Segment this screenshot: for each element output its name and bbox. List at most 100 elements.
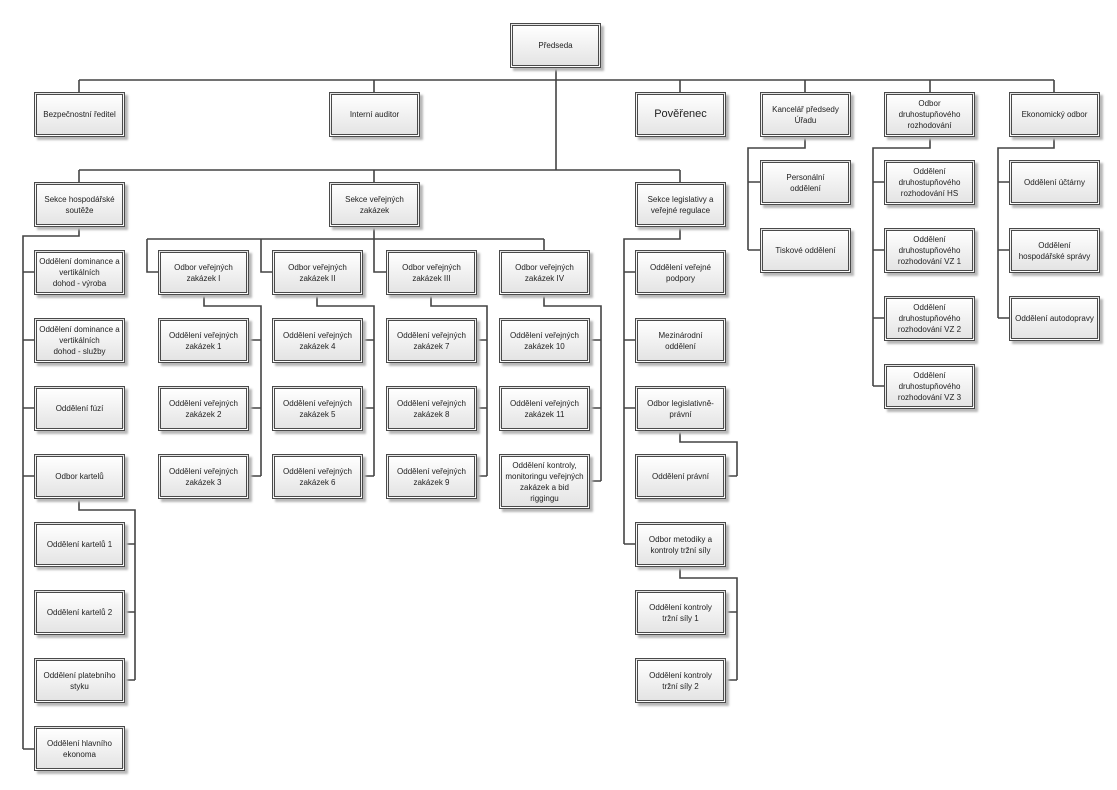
org-unit-kancelar[interactable]: Kancelář předsedy Úřadu (760, 92, 851, 137)
connector (997, 137, 1055, 319)
org-unit-kontroly-bid[interactable]: Oddělení kontroly, monitoringu veřejných… (499, 454, 590, 509)
org-unit-label: Oddělení veřejných zakázek 6 (283, 466, 352, 487)
org-unit-label: Odbor kartelů (55, 472, 104, 481)
org-unit-ovz4[interactable]: Odbor veřejných zakázek IV (499, 250, 590, 295)
org-unit-label: Oddělení fúzí (55, 404, 104, 413)
org-unit-label: Oddělení veřejných zakázek 2 (169, 398, 238, 419)
org-unit-poverenec[interactable]: Pověřenec (635, 92, 726, 137)
org-unit-ovz2[interactable]: Odbor veřejných zakázek II (272, 250, 363, 295)
org-unit-platebniho[interactable]: Oddělení platebního styku (34, 658, 125, 703)
org-unit-fuzi[interactable]: Oddělení fúzí (34, 386, 125, 431)
org-unit-sekce-legis[interactable]: Sekce legislativy a veřejné regulace (635, 182, 726, 227)
org-unit-label: Personální oddělení (786, 172, 825, 193)
org-unit-hlavniho[interactable]: Oddělení hlavního ekonoma (34, 726, 125, 771)
org-unit-vz9[interactable]: Oddělení veřejných zakázek 9 (386, 454, 477, 499)
org-unit-label: Odbor metodiky a kontroly tržní síly (648, 534, 713, 555)
org-unit-vz4[interactable]: Oddělení veřejných zakázek 4 (272, 318, 363, 363)
org-unit-kartelu[interactable]: Odbor kartelů (34, 454, 125, 499)
connector (146, 227, 545, 273)
org-unit-label: Odbor veřejných zakázek III (402, 262, 461, 283)
connector (872, 137, 931, 387)
connector (203, 295, 262, 477)
org-unit-label: Odbor druhostupňového rozhodování (898, 99, 961, 130)
org-unit-label: Oddělení autodopravy (1015, 314, 1094, 323)
org-unit-sekce-hosp[interactable]: Sekce hospodářské soutěže (34, 182, 125, 227)
org-unit-vz6[interactable]: Oddělení veřejných zakázek 6 (272, 454, 363, 499)
org-unit-hosp-spravy[interactable]: Oddělení hospodářské správy (1009, 228, 1100, 273)
org-unit-label: Oddělení veřejných zakázek 11 (510, 398, 579, 419)
org-unit-label: Oddělení druhostupňového rozhodování VZ … (897, 371, 962, 402)
org-unit-podpory[interactable]: Oddělení veřejné podpory (635, 250, 726, 295)
org-unit-druh-vz2[interactable]: Oddělení druhostupňového rozhodování VZ … (884, 296, 975, 341)
org-unit-label: Oddělení veřejných zakázek 9 (397, 466, 466, 487)
org-unit-uctarny[interactable]: Oddělení účtárny (1009, 160, 1100, 205)
org-unit-mezinarodni[interactable]: Mezinárodní oddělení (635, 318, 726, 363)
org-unit-label: Oddělení druhostupňového rozhodování VZ … (897, 303, 962, 334)
org-unit-kartelu1[interactable]: Oddělení kartelů 1 (34, 522, 125, 567)
org-unit-label: Kancelář předsedy Úřadu (772, 104, 839, 125)
org-unit-ovz3[interactable]: Odbor veřejných zakázek III (386, 250, 477, 295)
org-unit-tiskove[interactable]: Tiskové oddělení (760, 228, 851, 273)
org-unit-vz3[interactable]: Oddělení veřejných zakázek 3 (158, 454, 249, 499)
org-unit-label: Oddělení veřejných zakázek 7 (397, 330, 466, 351)
connector (78, 68, 1055, 182)
org-unit-label: Tiskové oddělení (775, 246, 836, 255)
org-unit-dom-sluzby[interactable]: Oddělení dominance a vertikálních dohod … (34, 318, 125, 363)
org-unit-metodiky[interactable]: Odbor metodiky a kontroly tržní síly (635, 522, 726, 567)
org-unit-trzni2[interactable]: Oddělení kontroly tržní síly 2 (635, 658, 726, 703)
connector (747, 137, 806, 251)
org-unit-label: Oddělení kontroly, monitoringu veřejných… (505, 460, 584, 503)
org-unit-ovz1[interactable]: Odbor veřejných zakázek I (158, 250, 249, 295)
org-unit-autodopravy[interactable]: Oddělení autodopravy (1009, 296, 1100, 341)
connector (679, 431, 738, 681)
org-unit-vz1[interactable]: Oddělení veřejných zakázek 1 (158, 318, 249, 363)
org-unit-label: Odbor veřejných zakázek I (174, 262, 233, 283)
org-unit-pravni[interactable]: Oddělení právní (635, 454, 726, 499)
org-unit-druh-hs[interactable]: Oddělení druhostupňového rozhodování HS (884, 160, 975, 205)
org-unit-label: Oddělení dominance a vertikálních dohod … (39, 257, 120, 288)
org-unit-label: Oddělení veřejných zakázek 5 (283, 398, 352, 419)
org-unit-label: Interní auditor (349, 110, 400, 119)
org-unit-label: Pověřenec (654, 108, 707, 120)
connector (430, 295, 488, 477)
org-unit-label: Oddělení kontroly tržní síly 2 (649, 670, 712, 691)
org-unit-label: Sekce legislativy a veřejné regulace (647, 194, 714, 215)
org-unit-dom-vyroba[interactable]: Oddělení dominance a vertikálních dohod … (34, 250, 125, 295)
org-unit-sekce-vz[interactable]: Sekce veřejných zakázek (329, 182, 420, 227)
org-unit-vz5[interactable]: Oddělení veřejných zakázek 5 (272, 386, 363, 431)
org-unit-bezpecnostni[interactable]: Bezpečnostní ředitel (34, 92, 125, 137)
org-unit-label: Oddělení kartelů 1 (46, 540, 113, 549)
org-unit-odbor-druh[interactable]: Odbor druhostupňového rozhodování (884, 92, 975, 137)
org-unit-druh-vz1[interactable]: Oddělení druhostupňového rozhodování VZ … (884, 228, 975, 273)
org-unit-kartelu2[interactable]: Oddělení kartelů 2 (34, 590, 125, 635)
org-unit-label: Oddělení veřejné podpory (650, 262, 711, 283)
org-unit-druh-vz3[interactable]: Oddělení druhostupňového rozhodování VZ … (884, 364, 975, 409)
org-unit-label: Sekce veřejných zakázek (345, 194, 404, 215)
org-unit-label: Oddělení dominance a vertikálních dohod … (39, 325, 120, 356)
org-unit-vz8[interactable]: Oddělení veřejných zakázek 8 (386, 386, 477, 431)
org-unit-personalni[interactable]: Personální oddělení (760, 160, 851, 205)
org-unit-trzni1[interactable]: Oddělení kontroly tržní síly 1 (635, 590, 726, 635)
connector (543, 295, 602, 482)
org-unit-interni[interactable]: Interní auditor (329, 92, 420, 137)
org-unit-vz11[interactable]: Oddělení veřejných zakázek 11 (499, 386, 590, 431)
org-unit-vz10[interactable]: Oddělení veřejných zakázek 10 (499, 318, 590, 363)
org-unit-vz2[interactable]: Oddělení veřejných zakázek 2 (158, 386, 249, 431)
org-unit-label: Oddělení druhostupňového rozhodování HS (898, 167, 961, 198)
org-unit-label: Oddělení právní (652, 472, 709, 481)
org-unit-predseda[interactable]: Předseda (510, 23, 601, 68)
org-unit-label: Ekonomický odbor (1021, 110, 1088, 119)
org-unit-label: Oddělení veřejných zakázek 1 (169, 330, 238, 351)
org-unit-label: Oddělení veřejných zakázek 4 (283, 330, 352, 351)
org-unit-label: Oddělení veřejných zakázek 8 (397, 398, 466, 419)
org-unit-label: Oddělení hospodářské správy (1018, 240, 1091, 261)
org-unit-label: Oddělení veřejných zakázek 10 (510, 330, 579, 351)
org-unit-legis-pravni[interactable]: Odbor legislativně- právní (635, 386, 726, 431)
org-unit-ekonomicky[interactable]: Ekonomický odbor (1009, 92, 1100, 137)
org-unit-label: Předseda (538, 41, 573, 50)
org-unit-vz7[interactable]: Oddělení veřejných zakázek 7 (386, 318, 477, 363)
org-unit-label: Oddělení platebního styku (43, 670, 116, 691)
org-unit-label: Oddělení kartelů 2 (46, 608, 113, 617)
